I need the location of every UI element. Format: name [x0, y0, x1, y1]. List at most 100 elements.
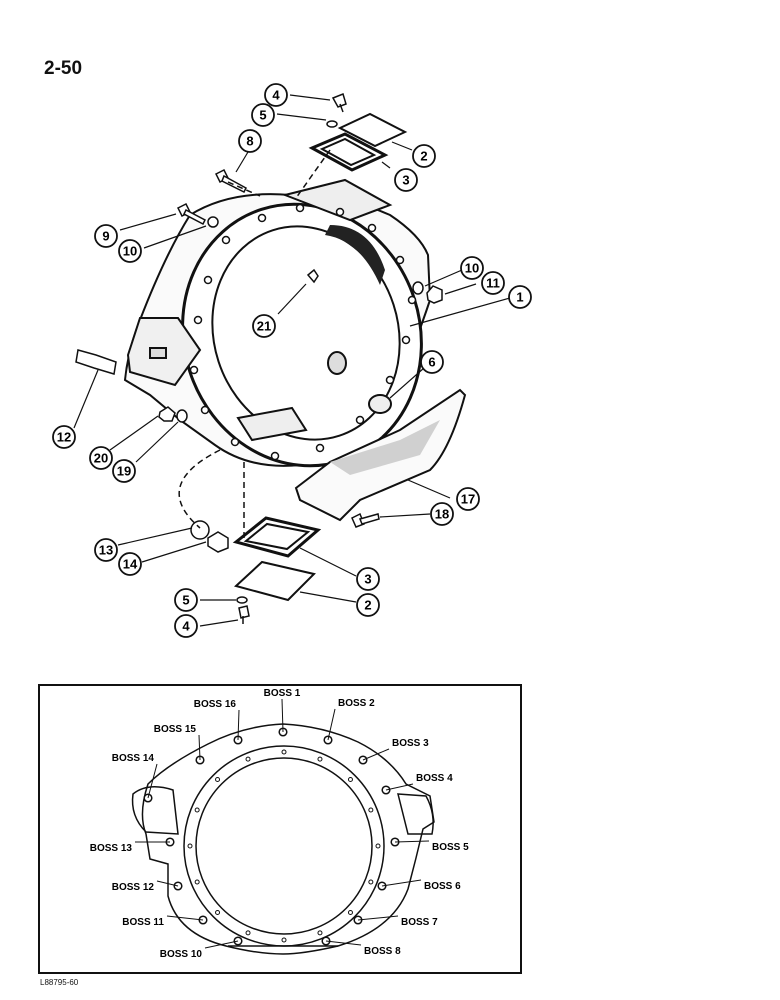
housing-interior-shadow: [325, 225, 385, 285]
boss-right-ear: [397, 793, 434, 835]
boss-inner-holes: [187, 749, 381, 943]
boss-leader-14: [147, 763, 158, 799]
callout-2: 2: [412, 144, 436, 168]
callout-label: 11: [486, 276, 500, 291]
callout-label: 3: [364, 572, 371, 587]
boss-label-10: BOSS 10: [160, 949, 203, 960]
page-number: 2-50: [44, 58, 83, 79]
callout-6: 6: [420, 350, 444, 374]
callout-21: 21: [252, 314, 276, 338]
callout-20: 20: [89, 446, 113, 470]
callout-4: 4: [264, 83, 288, 107]
boss-leader-8: [325, 940, 362, 946]
callout-5: 5: [251, 103, 275, 127]
boss-leader-2: [327, 708, 336, 741]
boss-leader-3: [362, 748, 390, 761]
boss-outline-flange: [141, 723, 435, 955]
callout-3: 3: [394, 168, 418, 192]
callout-label: 1: [516, 290, 523, 305]
callout-label: 2: [420, 149, 427, 164]
inner-ring-hole: [375, 843, 381, 849]
boss-leader-11: [166, 915, 204, 921]
inner-ring-hole: [245, 930, 251, 936]
callout-label: 12: [57, 430, 71, 445]
inner-ring-hole: [194, 807, 200, 813]
callout-label: 20: [94, 451, 108, 466]
inner-ring-hole: [215, 909, 221, 915]
callout-label: 9: [102, 229, 109, 244]
callout-label: 10: [123, 244, 137, 259]
callout-label: 5: [182, 593, 189, 608]
boss-locator-frame: [38, 684, 522, 974]
inner-ring-hole: [281, 749, 287, 755]
boss-leader-1: [281, 698, 284, 733]
boss-label-12: BOSS 12: [112, 882, 155, 893]
callout-4: 4: [174, 614, 198, 638]
callout-label: 5: [259, 108, 266, 123]
callout-label: 14: [123, 557, 138, 572]
boss-label-16: BOSS 16: [194, 699, 237, 710]
callout-10: 10: [460, 256, 484, 280]
callout-label: 17: [461, 492, 475, 507]
callout-19: 19: [112, 459, 136, 483]
boss-label-3: BOSS 3: [392, 738, 429, 749]
callout-8: 8: [238, 129, 262, 153]
callout-label: 4: [272, 88, 280, 103]
boss-label-8: BOSS 8: [364, 946, 401, 957]
lower-shield-shade: [330, 420, 440, 475]
callout-12: 12: [52, 425, 76, 449]
housing-bottom-opening: [236, 406, 308, 442]
inner-ring-hole: [194, 879, 200, 885]
fasteners: [75, 92, 443, 624]
figure-code: L88795-60: [40, 978, 79, 987]
callout-11: 11: [481, 271, 505, 295]
inner-ring-hole: [245, 756, 251, 762]
boss-label-6: BOSS 6: [424, 881, 461, 892]
callout-label: 6: [428, 355, 435, 370]
leader-lines: [73, 94, 511, 627]
callout-label: 8: [246, 134, 253, 149]
alignment-lines: [178, 149, 331, 540]
boss-leader-7: [357, 915, 399, 921]
callout-label: 18: [435, 507, 449, 522]
boss-label-14: BOSS 14: [112, 753, 155, 764]
inner-ring-hole: [347, 777, 353, 783]
inner-ring-hole: [187, 843, 193, 849]
boss-label-13: BOSS 13: [90, 843, 133, 854]
callout-1: 1: [508, 285, 532, 309]
inner-ring-hole: [215, 777, 221, 783]
boss-outline-bore: [195, 757, 373, 935]
inner-ring-hole: [317, 756, 323, 762]
callout-label: 3: [402, 173, 409, 188]
inner-ring-hole: [347, 909, 353, 915]
housing-mount-slot: [149, 347, 167, 359]
boss-label-2: BOSS 2: [338, 698, 375, 709]
boss-leader-15: [198, 734, 201, 761]
boss-leader-12: [156, 880, 179, 887]
boss-label-11: BOSS 11: [122, 917, 164, 928]
callout-14: 14: [118, 552, 142, 576]
callout-label: 13: [99, 543, 113, 558]
boss-leader-10: [204, 940, 239, 949]
housing-side-boss: [327, 351, 347, 375]
boss-leader-5: [394, 840, 430, 843]
callout-18: 18: [430, 502, 454, 526]
callout-label: 19: [117, 464, 131, 479]
callout-3: 3: [356, 567, 380, 591]
inner-ring-hole: [368, 879, 374, 885]
callout-2: 2: [356, 593, 380, 617]
boss-leader-4: [385, 783, 414, 791]
inner-ring-hole: [317, 930, 323, 936]
callout-label: 10: [465, 261, 479, 276]
bottom-cover-plate: [233, 560, 316, 602]
inner-ring-hole: [368, 807, 374, 813]
callout-label: 4: [182, 619, 190, 634]
boss-label-15: BOSS 15: [154, 724, 197, 735]
boss-label-4: BOSS 4: [416, 773, 453, 784]
boss-label-1: BOSS 1: [264, 688, 301, 699]
callout-17: 17: [456, 487, 480, 511]
bottom-gasket-inner: [243, 522, 311, 551]
flange-bolt-holes: [189, 203, 417, 461]
